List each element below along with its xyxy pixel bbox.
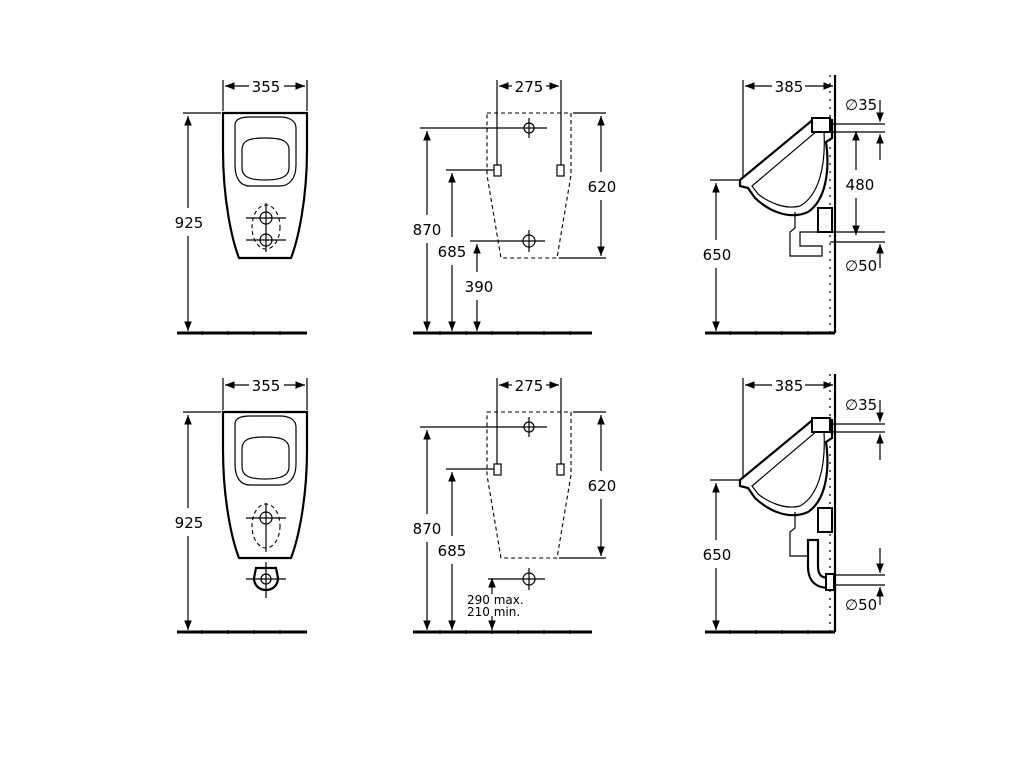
bracket-pipe [789,512,808,557]
rear-view-top: 275 870 685 390 620 [413,78,617,335]
height-label-685: 685 [438,542,467,560]
width-label: 275 [515,377,544,395]
drain-connector [817,207,833,233]
rear-outline-hidden [486,112,572,259]
pipe-top-label: ∅35 [845,96,877,114]
bowl-rim [234,116,297,187]
urinal-side-outline [738,116,834,217]
height-label-870: 870 [413,520,442,538]
bowl-inner [241,137,290,181]
side-view-top: 385 650 ∅35 ∅50 480 [703,75,885,335]
bracket-left [493,463,502,476]
depth-label: 385 [775,377,804,395]
bracket-right [556,164,565,177]
height-label-870: 870 [413,221,442,239]
pipe-bottom-label: ∅50 [845,257,877,275]
height-label-390: 390 [465,278,494,296]
urinal-body-outline [221,111,309,260]
urinal-side-outline [738,416,834,517]
rear-view-bottom: 275 870 685 290 max. 210 min. 620 [413,377,617,634]
width-label: 355 [252,78,281,96]
bowl-rim [234,415,297,486]
width-label: 355 [252,377,281,395]
height-label-620: 620 [588,178,617,196]
bracket-right [556,463,565,476]
trap-pipe [789,212,830,257]
bowl-inner-side [751,129,825,208]
height-label-685: 685 [438,243,467,261]
inlet-connector [811,117,831,133]
front-view-bottom: 355 925 [175,377,309,634]
pipe-gap-label: 480 [846,176,875,194]
rim-height-label: 650 [703,246,732,264]
drain-connector [825,573,835,591]
urinal-body-outline [221,410,309,560]
depth-label: 385 [775,78,804,96]
bowl-inner [241,436,290,480]
bracket-left [493,164,502,177]
bowl-inner-side [751,429,825,508]
pipe-top-label: ∅35 [845,396,877,414]
pipe-bottom-label: ∅50 [845,596,877,614]
bracket-connector [817,507,833,533]
rim-height-label: 650 [703,546,732,564]
inlet-connector [811,417,831,433]
front-view-top: 355 925 [175,78,309,335]
height-label: 925 [175,514,204,532]
range-max-label: 290 max. [467,593,524,607]
height-label-620: 620 [588,477,617,495]
side-view-bottom: 385 650 ∅35 ∅50 [703,374,885,634]
height-label: 925 [175,214,204,232]
rear-outline-hidden [486,411,572,559]
range-min-label: 210 min. [467,605,520,619]
width-label: 275 [515,78,544,96]
